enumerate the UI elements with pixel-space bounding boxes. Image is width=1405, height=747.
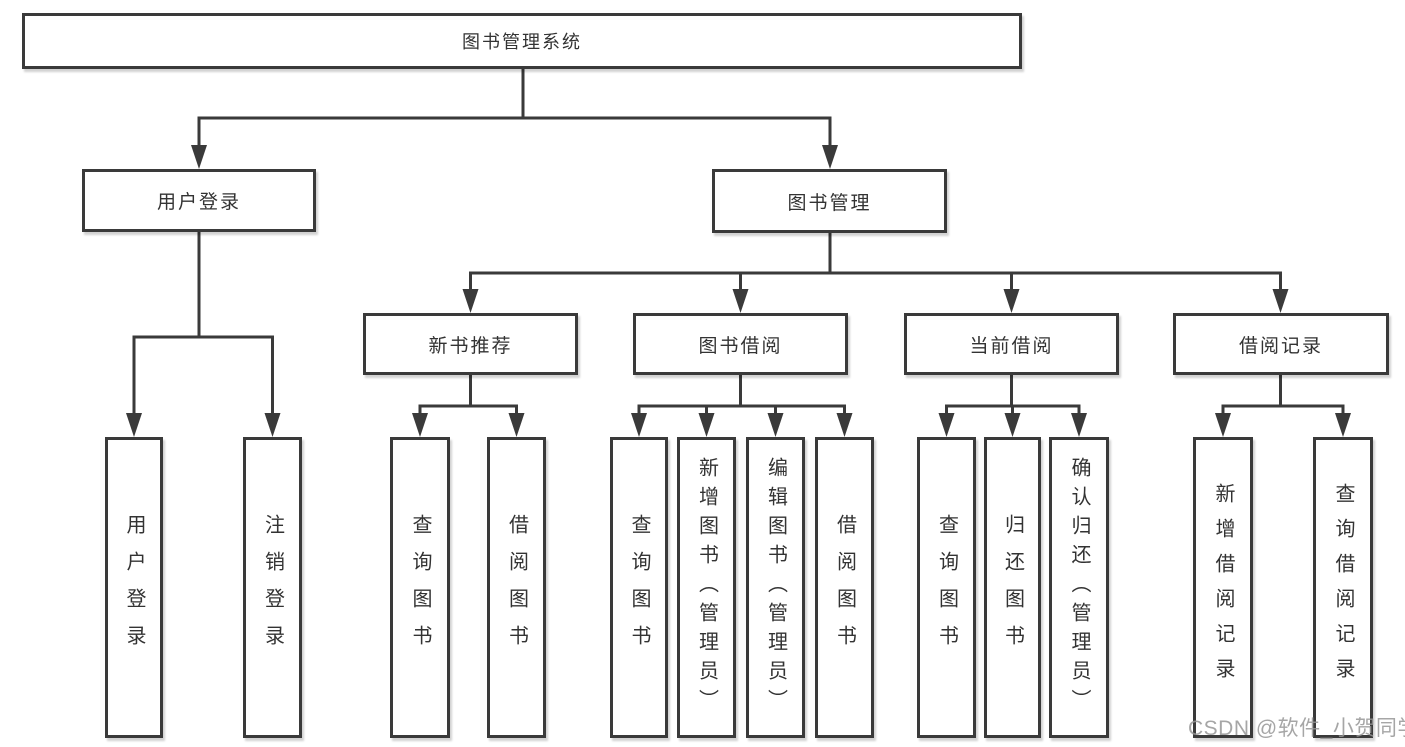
leaf-query-books-recommend: 查询图书 bbox=[390, 437, 450, 738]
leaf-label: 查询图书 bbox=[409, 513, 431, 662]
node-user-login: 用户登录 bbox=[82, 169, 316, 232]
node-label: 用户登录 bbox=[156, 192, 241, 213]
leaf-return-books: 归还图书 bbox=[984, 437, 1041, 738]
leaf-add-borrow-record: 新增借阅记录 bbox=[1193, 437, 1253, 738]
leaf-label: 借阅图书 bbox=[505, 513, 528, 662]
leaf-label: 归还图书 bbox=[1001, 513, 1024, 662]
node-book-borrow: 图书借阅 bbox=[633, 313, 848, 375]
node-root: 图书管理系统 bbox=[22, 13, 1022, 69]
leaf-label: 确认归还（管理员） bbox=[1068, 457, 1090, 718]
node-current-borrow: 当前借阅 bbox=[904, 313, 1119, 375]
leaf-label: 查询借阅记录 bbox=[1332, 482, 1354, 693]
node-label: 图书借阅 bbox=[698, 335, 783, 357]
leaf-label: 新增借阅记录 bbox=[1212, 482, 1234, 693]
csdn-watermark: CSDN @软件_小贺同学 bbox=[1188, 717, 1405, 740]
leaf-user-login: 用户登录 bbox=[105, 437, 163, 738]
node-new-book-recommend: 新书推荐 bbox=[363, 313, 578, 375]
node-label: 新书推荐 bbox=[428, 335, 513, 357]
leaf-label: 新增图书（管理员） bbox=[695, 457, 718, 718]
leaf-query-books-current: 查询图书 bbox=[917, 437, 976, 738]
node-label: 图书管理 bbox=[787, 192, 872, 214]
node-borrow-records: 借阅记录 bbox=[1173, 313, 1389, 375]
leaf-label: 查询图书 bbox=[628, 513, 650, 662]
node-book-management: 图书管理 bbox=[712, 169, 947, 233]
leaf-add-books-admin: 新增图书（管理员） bbox=[677, 437, 736, 738]
leaf-label: 用户登录 bbox=[123, 513, 145, 662]
leaf-confirm-return-admin: 确认归还（管理员） bbox=[1049, 437, 1109, 738]
leaf-edit-books-admin: 编辑图书（管理员） bbox=[746, 437, 805, 738]
leaf-label: 借阅图书 bbox=[833, 513, 856, 662]
leaf-query-books-borrow: 查询图书 bbox=[610, 437, 668, 738]
leaf-query-borrow-record: 查询借阅记录 bbox=[1313, 437, 1373, 738]
leaf-logout: 注销登录 bbox=[243, 437, 302, 738]
leaf-borrow-books: 借阅图书 bbox=[815, 437, 874, 738]
leaf-label: 编辑图书（管理员） bbox=[764, 457, 787, 718]
node-label: 借阅记录 bbox=[1238, 335, 1323, 357]
leaf-label: 注销登录 bbox=[261, 513, 284, 662]
leaf-label: 查询图书 bbox=[935, 513, 958, 662]
leaf-borrow-books-recommend: 借阅图书 bbox=[487, 437, 546, 738]
node-label: 当前借阅 bbox=[969, 335, 1054, 357]
node-root-label: 图书管理系统 bbox=[462, 32, 582, 52]
